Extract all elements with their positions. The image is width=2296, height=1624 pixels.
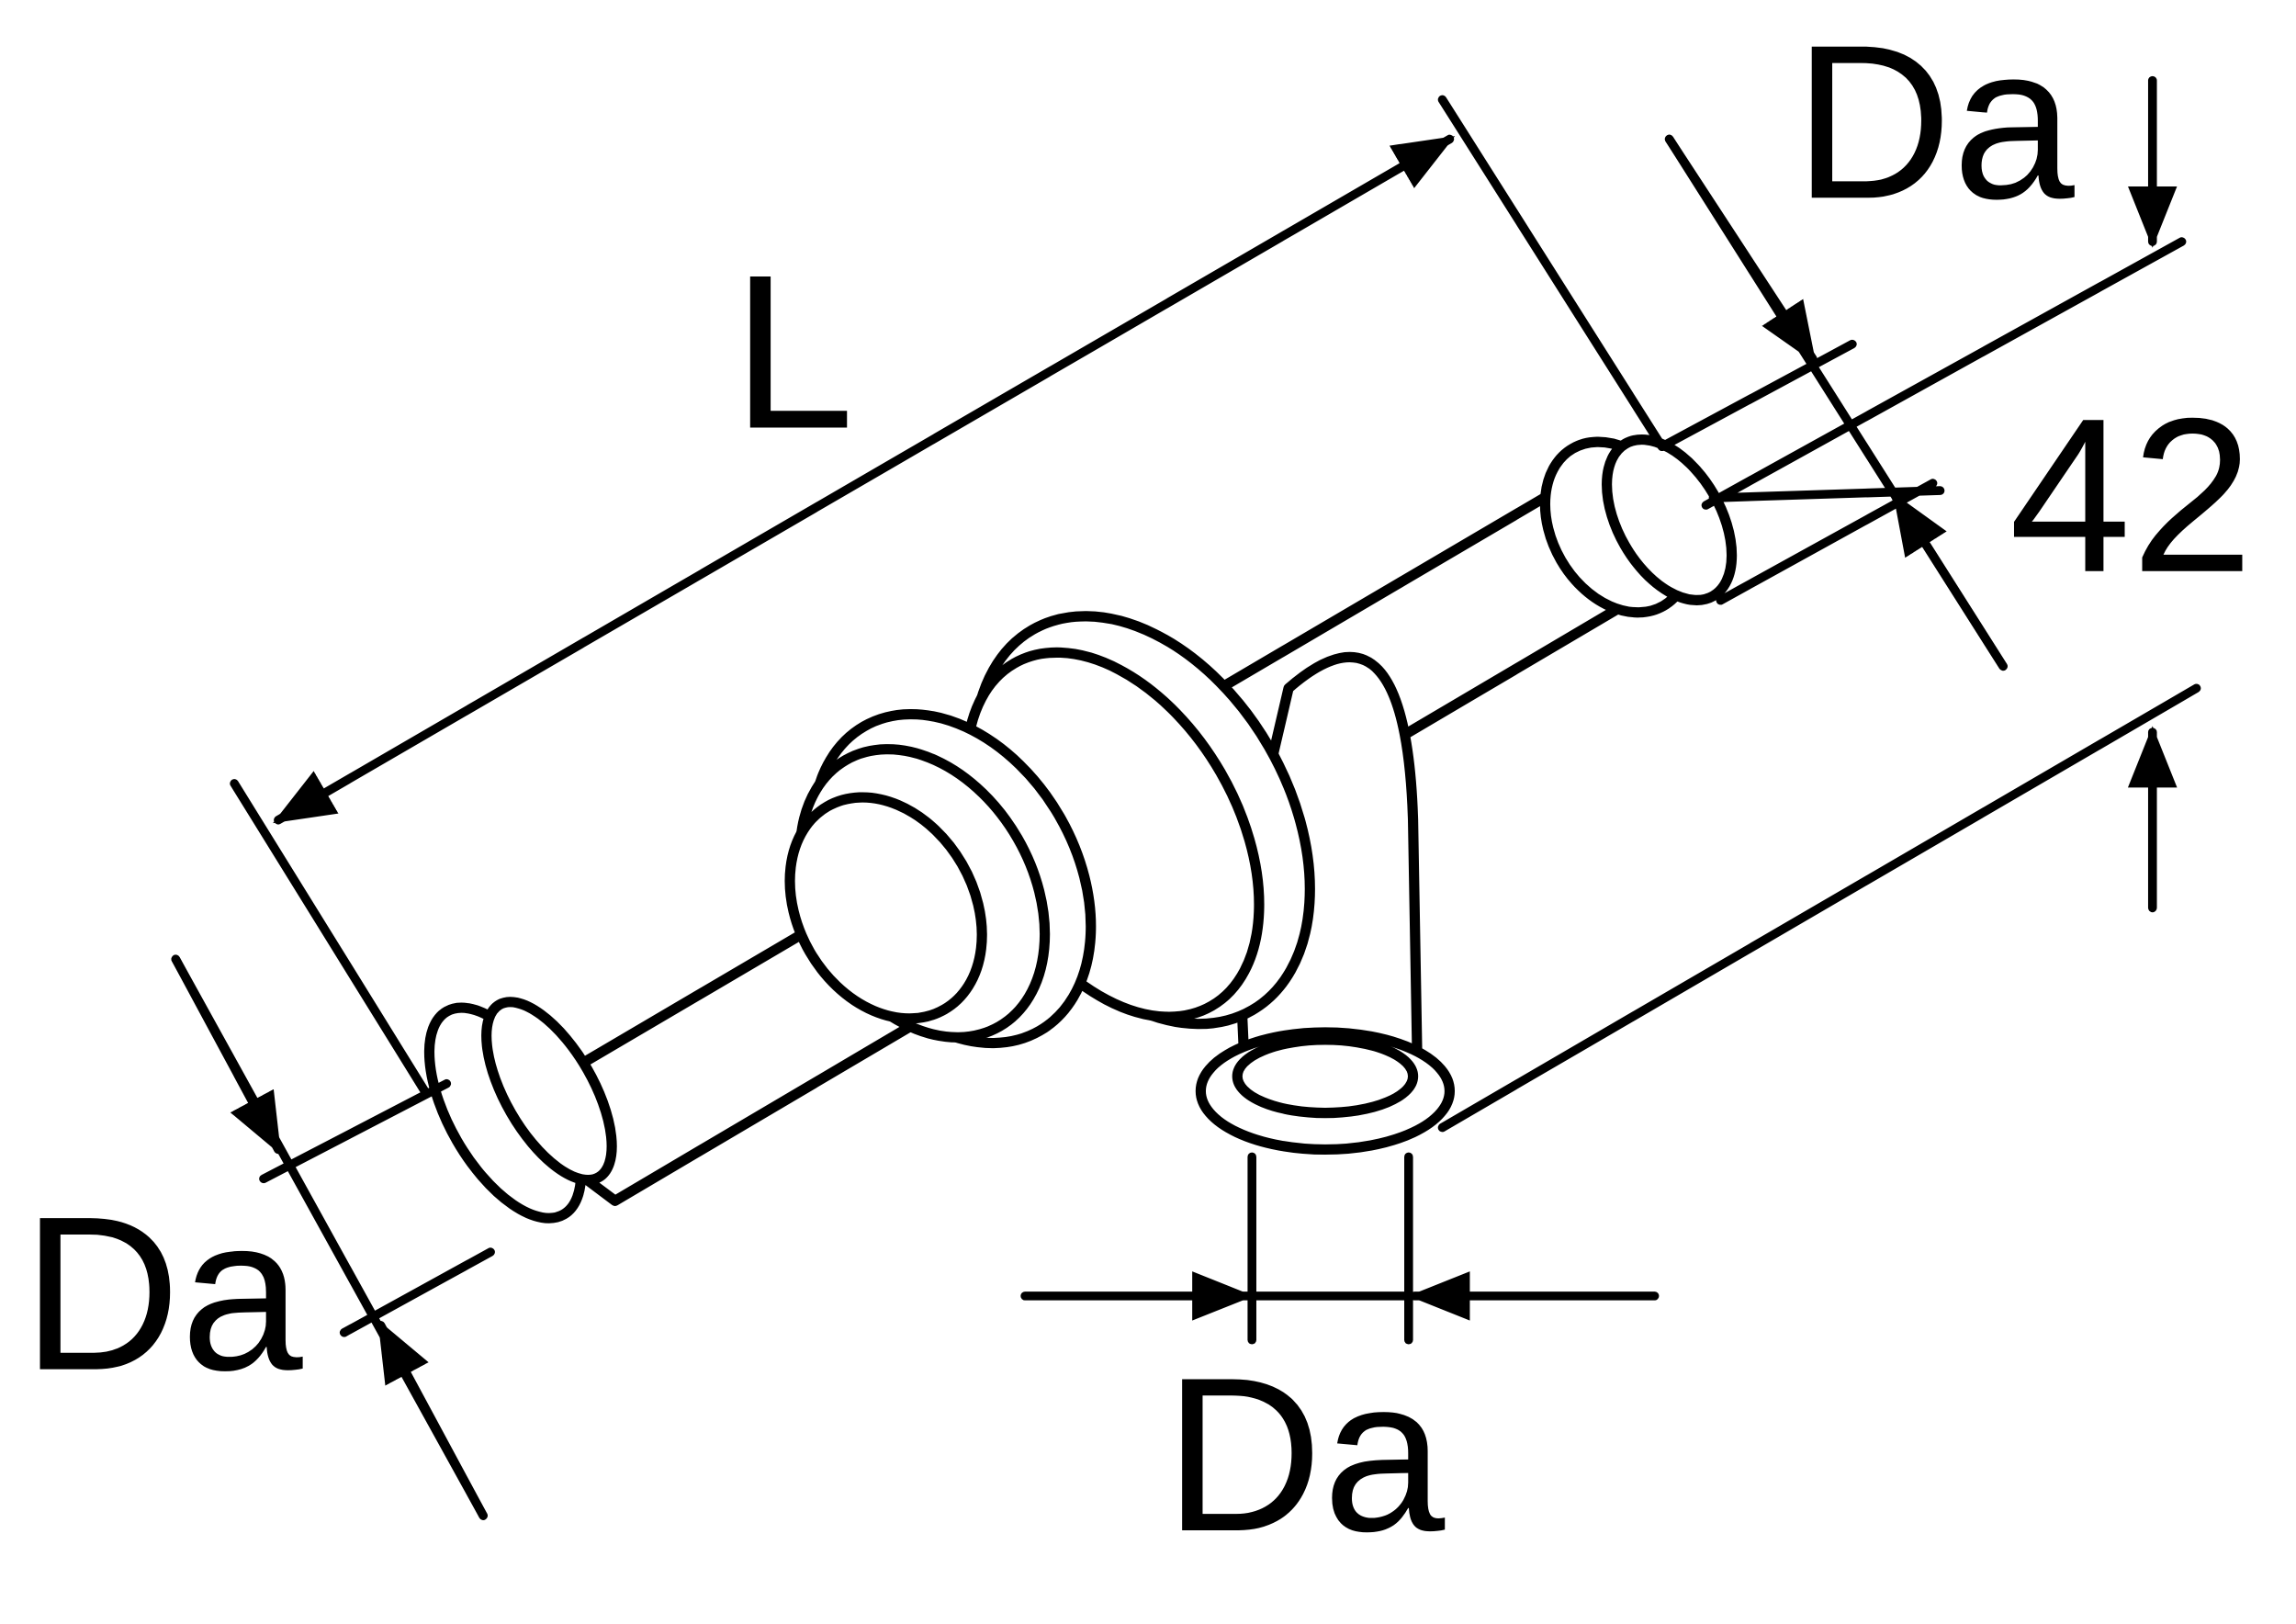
l-extension-right	[1437, 95, 1667, 452]
top-ext-3	[1716, 479, 1938, 605]
lower-right-line	[1437, 683, 2201, 1133]
l-extension-left	[230, 779, 430, 1096]
left-ext-2	[339, 1247, 495, 1337]
top-ext-2	[1708, 486, 1945, 502]
dimension-lines	[171, 75, 2201, 1520]
top-da-arrow-lower	[1891, 492, 2008, 671]
label-length: L	[732, 230, 854, 475]
left-arrow-upper	[171, 954, 283, 1156]
left-pipe-inner	[481, 997, 617, 1186]
top-da-arrow-upper	[1664, 134, 1818, 365]
label-da-top: Da	[1794, 0, 2075, 244]
label-da-left: Da	[22, 1171, 303, 1416]
left-arrow-lower	[376, 1319, 488, 1520]
branch-opening	[1232, 1034, 1419, 1119]
left-ext-1	[259, 1078, 452, 1184]
top-long-line	[1701, 237, 2187, 510]
label-42: 42	[2009, 373, 2254, 618]
label-da-bottom: Da	[1165, 1332, 1446, 1577]
top-ext-1	[1657, 339, 1857, 452]
fitting-body	[423, 434, 1738, 1224]
l-dimension-arrow	[273, 134, 1456, 825]
